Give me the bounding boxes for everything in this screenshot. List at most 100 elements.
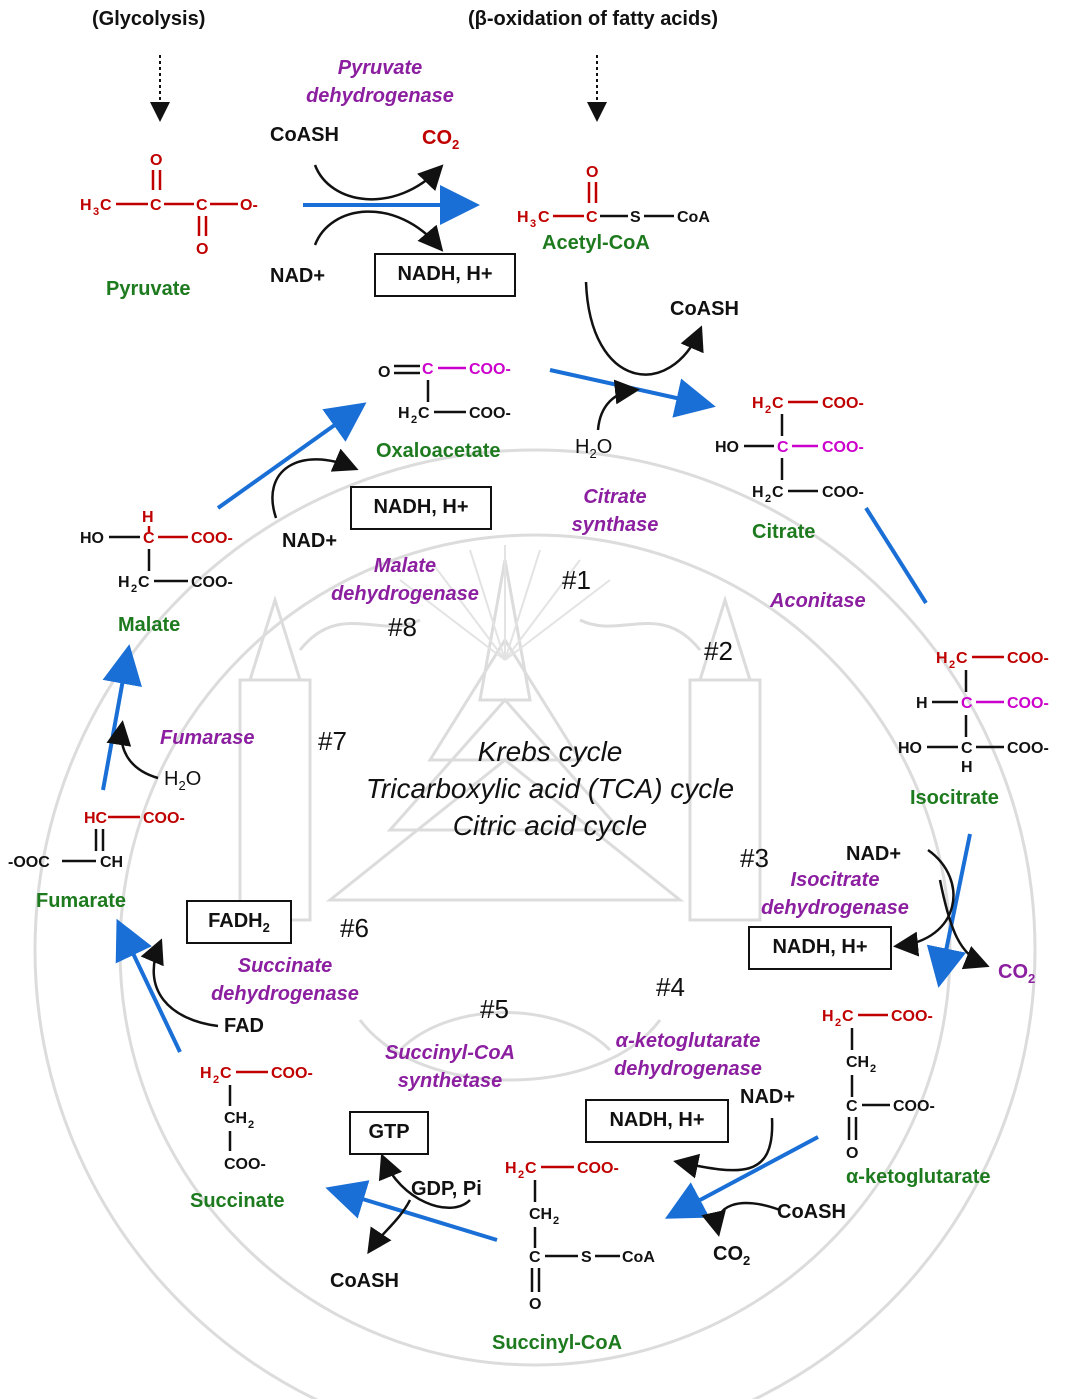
step-2-label: #2 bbox=[704, 636, 733, 666]
svg-text:O: O bbox=[846, 1145, 858, 1162]
svg-text:H: H bbox=[961, 759, 973, 776]
svg-text:COO-: COO- bbox=[191, 574, 233, 591]
svg-text:HO: HO bbox=[898, 740, 922, 757]
enzyme-label-line: dehydrogenase bbox=[211, 983, 359, 1005]
svg-text:H: H bbox=[822, 1008, 834, 1025]
svg-text:HO: HO bbox=[715, 439, 739, 456]
cofactor-coash-citrate-synthase: CoASH bbox=[670, 298, 739, 320]
svg-text:CoA: CoA bbox=[622, 1249, 655, 1266]
enzyme-isocitrate-dehydrogenase: Isocitrate dehydrogenase bbox=[740, 866, 930, 922]
svg-text:H: H bbox=[517, 209, 529, 226]
cofactor-h2o-fumarase: H2O bbox=[164, 768, 202, 793]
svg-text:C: C bbox=[220, 1065, 232, 1082]
enzyme-pyruvate-dehydrogenase: Pyruvate dehydrogenase bbox=[270, 54, 490, 110]
svg-text:C: C bbox=[842, 1008, 854, 1025]
svg-text:COO-: COO- bbox=[1007, 695, 1049, 712]
svg-text:2: 2 bbox=[765, 404, 771, 416]
enzyme-fumarase: Fumarase bbox=[160, 727, 255, 749]
enzyme-label-line: Pyruvate bbox=[337, 57, 423, 79]
enzyme-label-line: dehydrogenase bbox=[331, 583, 479, 605]
svg-text:O: O bbox=[529, 1296, 541, 1313]
enzyme-label-line: Succinyl-CoA bbox=[384, 1042, 516, 1064]
compound-isocitrate: Isocitrate bbox=[910, 787, 999, 809]
step-4-label: #4 bbox=[656, 972, 685, 1002]
svg-text:H: H bbox=[142, 509, 154, 526]
compound-succinate: Succinate bbox=[190, 1190, 285, 1212]
svg-text:C: C bbox=[422, 361, 434, 378]
cofactor-nadh-akgdh: NADH, H+ bbox=[585, 1099, 729, 1143]
enzyme-label-line: Succinate bbox=[237, 955, 333, 977]
svg-text:H: H bbox=[80, 197, 92, 214]
svg-text:C: C bbox=[529, 1249, 541, 1266]
cofactor-nad-pdh: NAD+ bbox=[270, 265, 326, 287]
svg-text:2: 2 bbox=[870, 1063, 876, 1075]
compound-fumarate: Fumarate bbox=[36, 890, 127, 912]
svg-text:C: C bbox=[772, 395, 784, 412]
svg-text:COO-: COO- bbox=[891, 1008, 933, 1025]
co2-text: CO bbox=[422, 127, 452, 149]
enzyme-label-line: Malate bbox=[373, 555, 437, 577]
compound-oxaloacetate: Oxaloacetate bbox=[376, 440, 501, 462]
svg-text:C: C bbox=[777, 439, 789, 456]
svg-text:H: H bbox=[118, 574, 130, 591]
svg-text:COO-: COO- bbox=[224, 1156, 266, 1173]
cofactor-nadh-mdh: NADH, H+ bbox=[350, 486, 492, 530]
svg-text:O: O bbox=[196, 241, 208, 258]
svg-text:C: C bbox=[418, 405, 430, 422]
svg-text:H: H bbox=[200, 1065, 212, 1082]
svg-text:CH: CH bbox=[100, 854, 123, 871]
cofactor-gdp-pi: GDP, Pi bbox=[411, 1178, 482, 1200]
svg-text:H: H bbox=[936, 650, 948, 667]
compound-malate: Malate bbox=[118, 614, 181, 636]
svg-text:COO-: COO- bbox=[469, 405, 511, 422]
step-7-label: #7 bbox=[318, 726, 347, 756]
svg-text:COO-: COO- bbox=[469, 361, 511, 378]
svg-text:2: 2 bbox=[131, 583, 137, 595]
svg-text:S: S bbox=[630, 209, 641, 226]
svg-text:2: 2 bbox=[949, 659, 955, 671]
svg-text:2: 2 bbox=[835, 1017, 841, 1029]
enzyme-succinyl-coa-synthetase: Succinyl-CoA synthetase bbox=[360, 1039, 540, 1095]
h2o-text: H bbox=[164, 768, 179, 790]
compound-citrate: Citrate bbox=[752, 521, 816, 543]
enzyme-label-line: dehydrogenase bbox=[761, 897, 909, 919]
svg-text:C: C bbox=[772, 484, 784, 501]
svg-text:O: O bbox=[150, 152, 162, 169]
svg-text:3: 3 bbox=[530, 218, 536, 230]
svg-text:C: C bbox=[846, 1098, 858, 1115]
cofactor-nadh-pdh: NADH, H+ bbox=[374, 253, 516, 297]
svg-text:S: S bbox=[581, 1249, 592, 1266]
co2-text: CO bbox=[998, 961, 1028, 983]
svg-text:COO-: COO- bbox=[822, 439, 864, 456]
cofactor-fadh2: FADH2 bbox=[186, 900, 292, 944]
svg-text:C: C bbox=[196, 197, 208, 214]
svg-text:-OOC: -OOC bbox=[8, 854, 50, 871]
cofactor-gtp: GTP bbox=[349, 1111, 429, 1155]
svg-text:COO-: COO- bbox=[893, 1098, 935, 1115]
svg-text:H: H bbox=[505, 1160, 517, 1177]
cofactor-nad-akgdh: NAD+ bbox=[740, 1086, 796, 1108]
svg-text:C: C bbox=[138, 574, 150, 591]
step-3-label: #3 bbox=[740, 843, 769, 873]
compound-pyruvate: Pyruvate bbox=[106, 278, 191, 300]
svg-text:COO-: COO- bbox=[822, 484, 864, 501]
svg-text:2: 2 bbox=[248, 1119, 254, 1131]
svg-text:CH: CH bbox=[529, 1206, 552, 1223]
cofactor-coash-akgdh: CoASH bbox=[777, 1201, 846, 1223]
glycolysis-label: (Glycolysis) bbox=[92, 8, 206, 30]
svg-text:C: C bbox=[525, 1160, 537, 1177]
cofactor-co2-pdh: CO2 bbox=[422, 127, 460, 152]
cycle-title-line3: Citric acid cycle bbox=[452, 810, 648, 841]
svg-text:2: 2 bbox=[411, 414, 417, 426]
step-5-label: #5 bbox=[480, 994, 509, 1024]
enzyme-label-line: α-ketoglutarate bbox=[615, 1030, 761, 1052]
cofactor-co2-idh: CO2 bbox=[998, 961, 1036, 986]
svg-text:2: 2 bbox=[553, 1215, 559, 1227]
svg-text:C: C bbox=[150, 197, 162, 214]
svg-text:C: C bbox=[961, 695, 973, 712]
compound-acetyl-coa: Acetyl-CoA bbox=[542, 232, 650, 254]
svg-text:COO-: COO- bbox=[1007, 740, 1049, 757]
enzyme-label-line: synthase bbox=[571, 514, 659, 536]
cofactor-co2-akgdh: CO2 bbox=[713, 1243, 751, 1268]
